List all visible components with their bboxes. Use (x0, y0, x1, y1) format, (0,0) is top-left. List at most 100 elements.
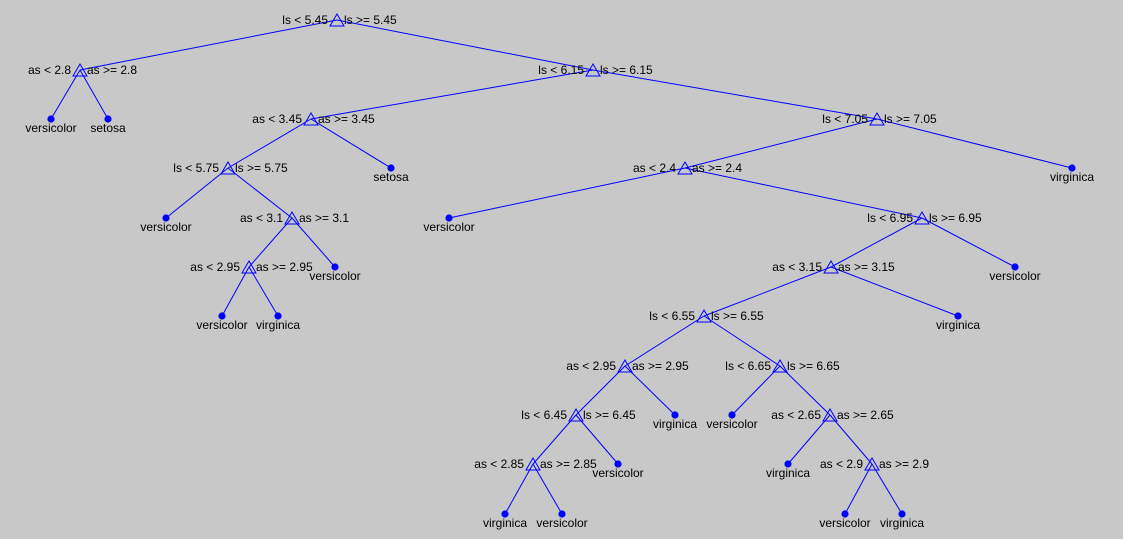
leaf-node: virginica (653, 411, 697, 431)
leaf-node: setosa (373, 164, 409, 184)
leaf-class-label: versicolor (196, 318, 247, 332)
leaf-node: versicolor (196, 312, 248, 332)
dot-icon (614, 460, 622, 468)
split-condition-left: as < 3.45 (252, 112, 302, 126)
split-condition-left: as < 2.85 (474, 457, 524, 471)
leaf-node: versicolor (989, 263, 1041, 283)
triangle-icon (772, 359, 788, 373)
leaf-node: virginica (256, 312, 300, 332)
tree-edge (830, 266, 959, 317)
split-condition-right: as >= 2.65 (837, 408, 894, 422)
tree-edge (227, 167, 293, 219)
leaf-class-label: setosa (373, 170, 409, 184)
tree-edge (448, 167, 686, 219)
tree-edge (248, 266, 279, 317)
leaf-class-label: virginica (1050, 170, 1094, 184)
leaf-node: versicolor (309, 263, 361, 283)
dot-icon (841, 510, 849, 518)
split-condition-left: as < 2.8 (28, 63, 71, 77)
tree-edge (532, 414, 577, 465)
tree-edge (624, 365, 676, 416)
tree-edge (829, 414, 873, 465)
tree-edge (532, 463, 563, 515)
leaf-class-label: virginica (653, 417, 697, 431)
triangle-icon (72, 63, 88, 77)
split-condition-right: as >= 2.8 (87, 63, 137, 77)
split-condition-left: as < 3.1 (240, 211, 283, 225)
leaf-node: virginica (936, 312, 980, 332)
leaf-node: versicolor (536, 510, 588, 530)
tree-edge (79, 19, 338, 71)
dot-icon (501, 510, 509, 518)
tree-edge (731, 365, 781, 416)
tree-edge (844, 463, 873, 515)
split-condition-right: ls >= 6.95 (929, 211, 982, 225)
triangle-icon (585, 63, 601, 77)
tree-edge (248, 217, 293, 268)
split-condition-right: as >= 2.4 (692, 161, 742, 175)
split-condition-right: as >= 3.15 (838, 260, 895, 274)
dot-icon (162, 214, 170, 222)
triangle-icon (869, 112, 885, 126)
triangle-icon (864, 457, 880, 471)
tree-edge (575, 365, 626, 416)
split-condition-left: as < 3.15 (772, 260, 822, 274)
leaf-class-label: versicolor (309, 269, 360, 283)
split-condition-right: as >= 3.45 (318, 112, 375, 126)
leaf-class-label: virginica (483, 516, 527, 530)
split-condition-left: as < 2.95 (190, 260, 240, 274)
tree-edge (624, 315, 705, 367)
leaf-node: versicolor (592, 460, 644, 480)
split-node: as < 3.15 as >= 3.15 (772, 260, 895, 274)
split-condition-left: ls < 6.45 (521, 408, 567, 422)
dot-icon (218, 312, 226, 320)
tree-edge (504, 463, 534, 515)
leaf-class-label: versicolor (536, 516, 587, 530)
split-condition-left: as < 2.9 (820, 457, 863, 471)
leaf-node: virginica (483, 510, 527, 530)
tree-edge (684, 118, 878, 169)
dot-icon (387, 164, 395, 172)
dot-icon (728, 411, 736, 419)
split-condition-left: ls < 6.95 (867, 211, 913, 225)
split-condition-left: ls < 6.65 (725, 359, 771, 373)
tree-edge (703, 266, 832, 317)
leaf-class-label: virginica (256, 318, 300, 332)
tree-edge (876, 118, 1073, 169)
leaf-node: virginica (880, 510, 924, 530)
leaf-node: versicolor (140, 214, 192, 234)
triangle-icon (284, 211, 300, 225)
triangle-icon (677, 161, 693, 175)
leaf-node: versicolor (706, 411, 758, 431)
split-condition-left: ls < 5.75 (173, 161, 219, 175)
leaf-class-label: versicolor (25, 121, 76, 135)
triangle-icon (696, 309, 712, 323)
leaf-class-label: versicolor (819, 516, 870, 530)
leaf-class-label: virginica (766, 466, 810, 480)
tree-edge (165, 167, 229, 219)
tree-edges (50, 19, 1073, 515)
split-condition-right: as >= 2.85 (540, 457, 597, 471)
leaf-node: versicolor (25, 115, 77, 135)
leaf-class-label: setosa (90, 121, 126, 135)
tree-edge (221, 266, 250, 317)
dot-icon (47, 115, 55, 123)
leaf-class-label: versicolor (989, 269, 1040, 283)
split-condition-left: as < 2.95 (566, 359, 616, 373)
tree-edge (575, 414, 619, 465)
dot-icon (331, 263, 339, 271)
